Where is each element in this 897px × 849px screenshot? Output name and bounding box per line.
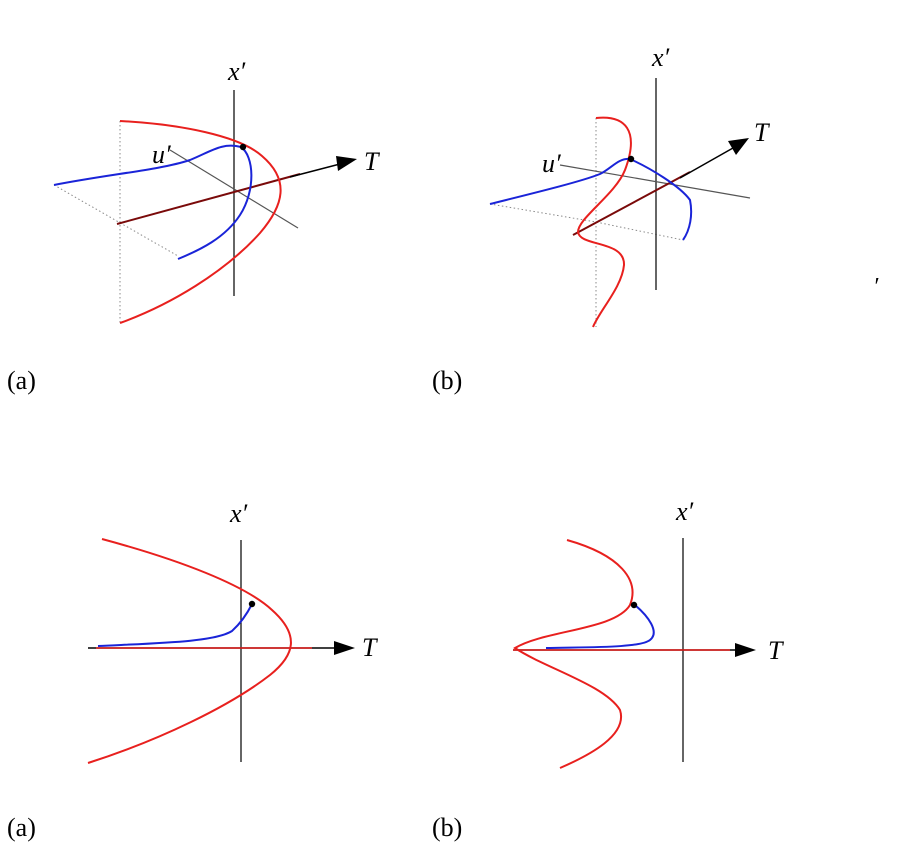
t-axis xyxy=(289,163,341,178)
stray-prime-mark: ′ xyxy=(873,274,879,300)
panel-label-b-top: (b) xyxy=(432,366,462,395)
panel-label-a-top: (a) xyxy=(7,366,36,395)
x-prime-label: x′ xyxy=(227,57,246,86)
red-curve xyxy=(576,116,632,328)
equilibrium-point xyxy=(239,143,247,151)
dotted-base-line xyxy=(489,203,684,241)
dotted-base-line xyxy=(53,184,179,257)
panel-label-a-bottom: (a) xyxy=(7,813,36,842)
t-axis-arrowhead xyxy=(336,156,357,171)
t-label: T xyxy=(364,147,380,176)
equilibrium-point xyxy=(248,600,256,608)
red-curve xyxy=(87,538,292,764)
panel-label-b-bottom: (b) xyxy=(432,813,462,842)
panel-2d-a: x′ T xyxy=(87,499,378,764)
t-axis-arrowhead xyxy=(334,641,355,655)
blue-curve xyxy=(489,157,693,241)
t-label: T xyxy=(768,636,784,665)
panel-3d-b: x′ u′ T xyxy=(489,43,770,328)
red-curve xyxy=(119,120,282,324)
equilibrium-point xyxy=(630,601,638,609)
x-prime-label: x′ xyxy=(229,499,248,528)
red-curve xyxy=(513,539,634,769)
x-prime-label: x′ xyxy=(651,43,670,72)
t-label: T xyxy=(362,633,378,662)
t-axis-arrowhead xyxy=(728,138,749,155)
blue-curve xyxy=(97,603,253,647)
t-axis-dark xyxy=(116,173,301,225)
t-label: T xyxy=(754,118,770,147)
x-prime-label: x′ xyxy=(675,497,694,526)
equilibrium-point xyxy=(627,155,635,163)
t-axis-dark xyxy=(572,171,691,236)
u-prime-axis xyxy=(559,164,751,199)
u-prime-axis xyxy=(169,149,299,229)
panel-2d-b: x′ T xyxy=(513,497,784,769)
t-axis xyxy=(679,147,734,179)
panel-3d-a: x′ u′ T xyxy=(53,57,380,324)
t-axis-arrowhead xyxy=(735,643,756,657)
blue-curve xyxy=(545,604,655,649)
u-prime-label: u′ xyxy=(152,140,171,169)
u-prime-label: u′ xyxy=(542,149,561,178)
